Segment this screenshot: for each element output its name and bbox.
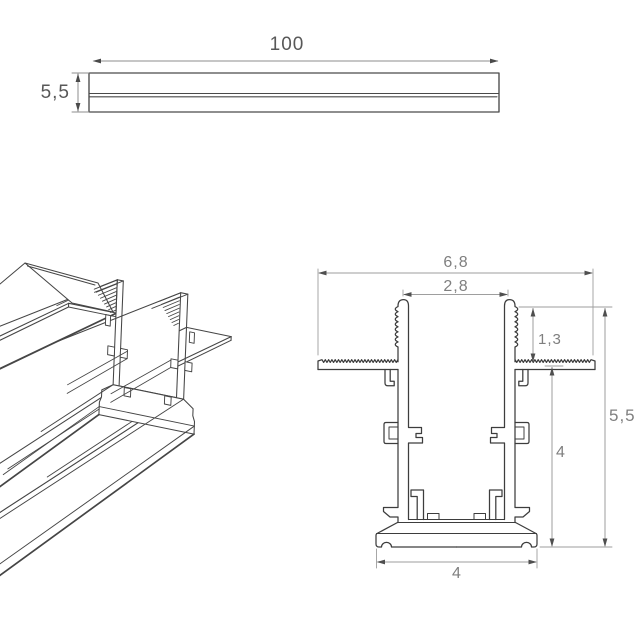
dim-label-overall-width: 6,8 <box>443 254 468 271</box>
dim-label-overall-height: 5,5 <box>609 406 636 425</box>
iso-view <box>0 262 232 577</box>
dim-label-body-height: 4 <box>556 444 566 461</box>
top-view <box>71 58 500 113</box>
dim-label-height: 5,5 <box>41 82 70 103</box>
dimension-labels: 100 5,5 6,8 2,8 1,3 5,5 4 4 <box>41 34 636 582</box>
section-view <box>317 268 613 569</box>
dim-label-length: 100 <box>270 34 305 55</box>
dim-label-inner-width: 2,8 <box>443 278 468 295</box>
dim-label-base-width: 4 <box>452 565 462 582</box>
dim-label-flange-depth: 1,3 <box>538 331 562 348</box>
